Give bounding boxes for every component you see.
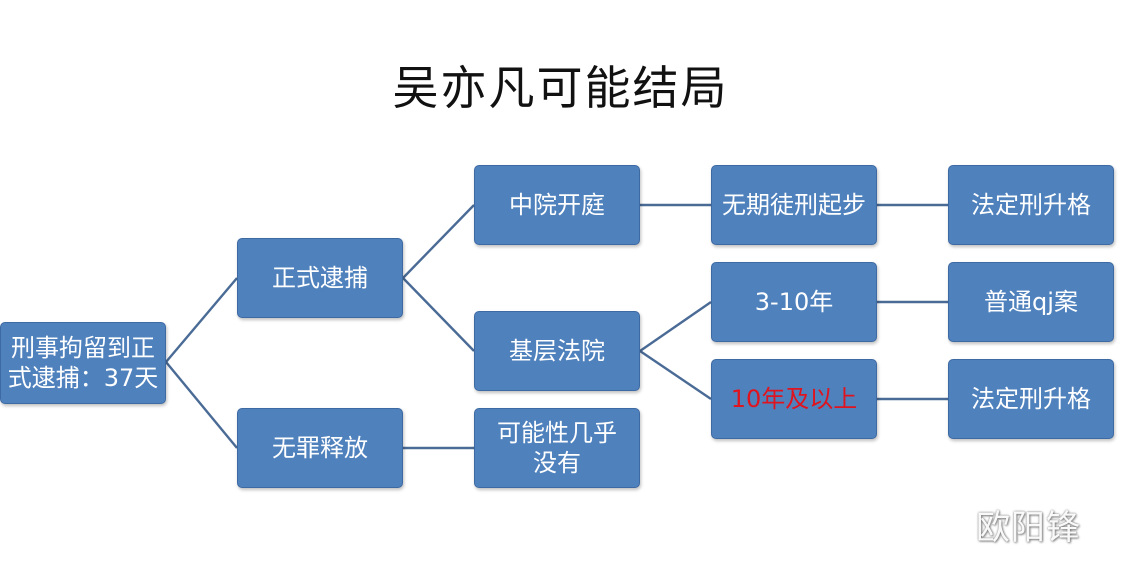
node-formal-arrest: 正式逮捕 — [237, 238, 403, 318]
node-10-years-plus: 10年及以上 — [711, 359, 877, 439]
node-statutory-upgrade-2: 法定刑升格 — [948, 359, 1114, 439]
edge-basic-10plus — [639, 350, 712, 400]
node-acquittal-release: 无罪释放 — [237, 408, 403, 488]
edge-root-release — [165, 361, 238, 449]
node-almost-no-chance: 可能性几乎 没有 — [474, 408, 640, 488]
node-3-to-10-years: 3-10年 — [711, 262, 877, 342]
diagram-title: 吴亦凡可能结局 — [392, 61, 729, 115]
edge-arrest-basic — [402, 277, 475, 352]
node-intermediate-court: 中院开庭 — [474, 165, 640, 245]
node-ordinary-case: 普通qj案 — [948, 262, 1114, 342]
edge-basic-3to10 — [639, 301, 712, 352]
node-life-sentence-start: 无期徒刑起步 — [711, 165, 877, 245]
node-detention-to-arrest: 刑事拘留到正 式逮捕：37天 — [0, 322, 166, 404]
node-statutory-upgrade-1: 法定刑升格 — [948, 165, 1114, 245]
watermark-text: 欧阳锋 — [976, 508, 1081, 548]
edge-root-arrest — [165, 277, 238, 363]
node-basic-court: 基层法院 — [474, 311, 640, 391]
edge-arrest-intermediate — [402, 204, 475, 279]
